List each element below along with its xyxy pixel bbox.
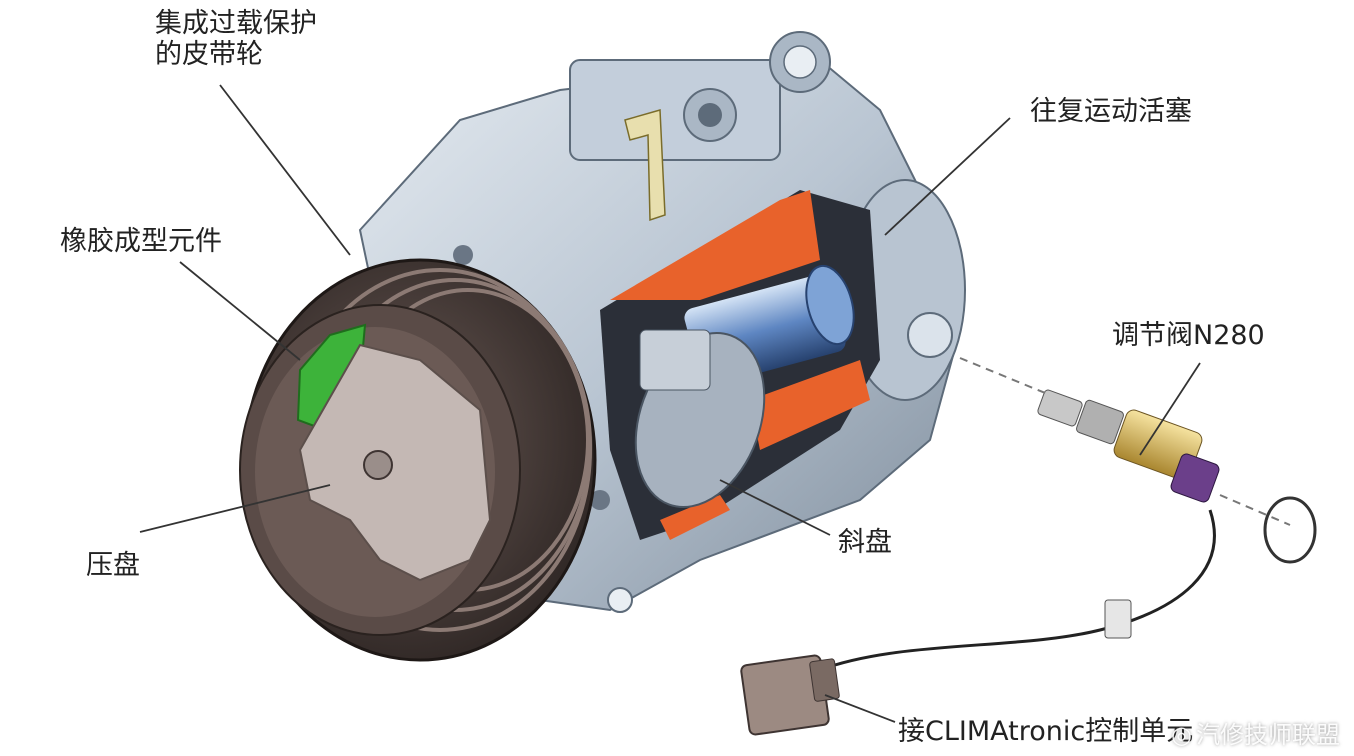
watermark: ◎汽修技师联盟 bbox=[1171, 715, 1340, 750]
piston-housing-orange-top bbox=[610, 190, 820, 300]
label-pulley: 集成过载保护 的皮带轮 bbox=[155, 8, 317, 71]
connector-plug bbox=[740, 654, 840, 736]
leader-lines bbox=[139, 84, 1201, 723]
cutaway bbox=[600, 190, 880, 540]
piston-housing-orange-bottom bbox=[750, 360, 870, 450]
cable-clip bbox=[1104, 599, 1132, 639]
pressure-plate bbox=[298, 343, 492, 582]
wechat-icon: ◎ bbox=[1171, 721, 1192, 749]
label-valve: 调节阀N280 bbox=[1112, 320, 1265, 351]
valve-cable bbox=[819, 509, 1216, 672]
label-piston: 往复运动活塞 bbox=[1030, 96, 1192, 127]
watermark-text: 汽修技师联盟 bbox=[1196, 721, 1340, 749]
label-swash-plate: 斜盘 bbox=[838, 527, 892, 558]
label-connector: 接CLIMAtronic控制单元 bbox=[898, 716, 1194, 747]
regulating-valve bbox=[1037, 389, 1220, 503]
label-pressure-plate: 压盘 bbox=[86, 550, 140, 581]
label-rubber-element: 橡胶成型元件 bbox=[60, 226, 222, 257]
pressure-plate-bolt bbox=[363, 450, 393, 480]
mounting-bolts bbox=[453, 245, 633, 613]
bracket-clip bbox=[624, 109, 666, 222]
snap-ring bbox=[1263, 496, 1317, 564]
